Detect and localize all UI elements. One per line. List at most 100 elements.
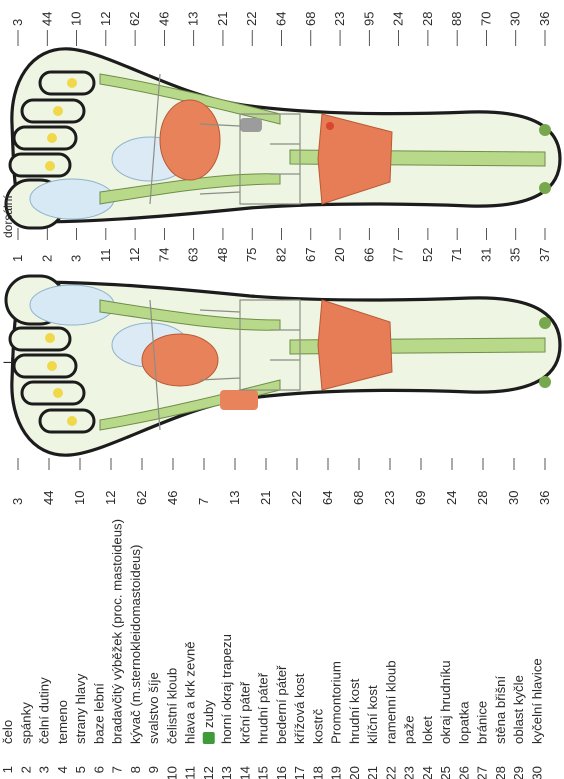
callout-label: 75 bbox=[244, 248, 259, 262]
legend-number: 11 bbox=[183, 766, 198, 779]
callout-label: 12 bbox=[98, 12, 113, 26]
foot-right-organ-zone bbox=[160, 100, 220, 180]
foot-right-organ-zone bbox=[240, 118, 262, 132]
legend-item: 19Promontorium bbox=[329, 661, 344, 779]
legend-label: bederní páteř bbox=[274, 665, 289, 744]
callout-label: 70 bbox=[478, 12, 493, 26]
legend-number: 4 bbox=[55, 766, 70, 773]
legend-label: zuby bbox=[201, 700, 216, 728]
callout-label: 20 bbox=[332, 248, 347, 262]
foot-left-spot bbox=[45, 333, 55, 343]
callout-label: 13 bbox=[227, 491, 242, 505]
legend-label: svalstvo šíje bbox=[146, 672, 161, 744]
legend-number: 20 bbox=[347, 766, 362, 779]
legend-number: 24 bbox=[420, 766, 435, 779]
callouts-middle: 12311127463487582672066775271313537 bbox=[10, 228, 552, 262]
callout-label: 37 bbox=[537, 248, 552, 262]
legend-label: loket bbox=[420, 716, 435, 744]
legend-label: čelní dutiny bbox=[37, 677, 52, 744]
legend-label: čelistní kloub bbox=[164, 668, 179, 744]
legend-label: kývač (m.sternokleidomastoideus) bbox=[128, 545, 143, 744]
callout-label: 23 bbox=[382, 491, 397, 505]
legend-number: 1 bbox=[0, 766, 15, 773]
legend-item: 24 loket bbox=[420, 716, 435, 779]
callout-label: 69 bbox=[413, 491, 428, 505]
foot-right-spot bbox=[45, 161, 55, 171]
legend-label: oblast kyčle bbox=[511, 675, 526, 744]
legend-item: 2spánky bbox=[18, 702, 33, 774]
foot-left-toe bbox=[14, 355, 76, 377]
legend-number: 9 bbox=[146, 766, 161, 773]
callout-label: 22 bbox=[289, 491, 304, 505]
callout-label: 36 bbox=[537, 491, 552, 505]
legend-item: 28 stěna břišní bbox=[493, 675, 508, 779]
callout-label: 24 bbox=[391, 12, 406, 26]
legend-label: hrudní kost bbox=[347, 678, 362, 744]
callouts-bottom-left: 3441012624671321226468236924283036 bbox=[10, 458, 552, 505]
callout-label: 64 bbox=[274, 12, 289, 26]
foot-left bbox=[6, 276, 560, 455]
callout-label: 95 bbox=[361, 12, 376, 26]
legend-label: horní okraj trapezu bbox=[219, 634, 234, 744]
legend-label: baze lební bbox=[91, 683, 106, 744]
legend-number: 7 bbox=[110, 766, 125, 773]
foot-right-spot bbox=[67, 78, 77, 88]
legend-number: 17 bbox=[292, 766, 307, 779]
legend-item: 10 čelistní kloub bbox=[164, 668, 179, 779]
callout-label: 3 bbox=[10, 498, 25, 505]
legend-number: 28 bbox=[493, 766, 508, 779]
legend-number: 6 bbox=[91, 766, 106, 773]
callout-label: 12 bbox=[103, 491, 118, 505]
foot-right-caption: dorsální bbox=[1, 195, 15, 238]
legend-label: Promontorium bbox=[329, 661, 344, 744]
callout-label: 31 bbox=[478, 248, 493, 262]
legend-item: 16 bederní páteř bbox=[274, 665, 289, 779]
legend-label: strany hlavy bbox=[73, 673, 88, 744]
legend-number: 21 bbox=[365, 766, 380, 779]
callout-label: 23 bbox=[332, 12, 347, 26]
callout-label: 46 bbox=[156, 12, 171, 26]
legend-number: 8 bbox=[128, 766, 143, 773]
callout-label: 3 bbox=[69, 255, 84, 262]
teeth-color-swatch bbox=[203, 732, 215, 744]
legend-number: 27 bbox=[475, 766, 490, 779]
legend-label: kyčelní hlavice bbox=[529, 658, 544, 744]
legend-number: 22 bbox=[383, 766, 398, 779]
foot-right-spot bbox=[539, 124, 551, 136]
legend-label: okraj hrudníku bbox=[438, 660, 453, 744]
legend-label: křížová kost bbox=[292, 673, 307, 744]
callout-label: 11 bbox=[98, 249, 113, 263]
legend-item: 7bradavčitý výběžek (proc. mastoideus) bbox=[110, 519, 125, 773]
callout-label: 24 bbox=[444, 491, 459, 505]
legend-label: kostrč bbox=[310, 708, 325, 744]
callout-label: 10 bbox=[72, 491, 87, 505]
legend-label: hrudní páteř bbox=[256, 672, 271, 744]
callout-label: 48 bbox=[215, 248, 230, 262]
foot-right-toe bbox=[10, 154, 70, 176]
legend-number: 5 bbox=[73, 766, 88, 773]
legend-item: 15 hrudní páteř bbox=[256, 672, 271, 779]
legend-item: 6 baze lební bbox=[91, 683, 106, 774]
legend-number: 18 bbox=[310, 766, 325, 779]
callout-label: 36 bbox=[537, 12, 552, 26]
foot-left-caption: L bbox=[1, 357, 15, 364]
legend-label: hlava a krk zevně bbox=[183, 641, 198, 744]
legend-number: 23 bbox=[402, 766, 417, 779]
callout-label: 71 bbox=[449, 248, 464, 262]
callout-label: 64 bbox=[320, 491, 335, 505]
callout-label: 68 bbox=[303, 12, 318, 26]
callout-label: 30 bbox=[508, 12, 523, 26]
foot-right-spot bbox=[539, 182, 551, 194]
legend-label: stěna břišní bbox=[493, 675, 508, 744]
callout-label: 30 bbox=[506, 491, 521, 505]
legend-number: 10 bbox=[164, 766, 179, 779]
legend-number: 15 bbox=[256, 766, 271, 779]
callout-label: 62 bbox=[134, 491, 149, 505]
legend-number: 12 bbox=[201, 766, 216, 779]
legend-number: 16 bbox=[274, 766, 289, 779]
